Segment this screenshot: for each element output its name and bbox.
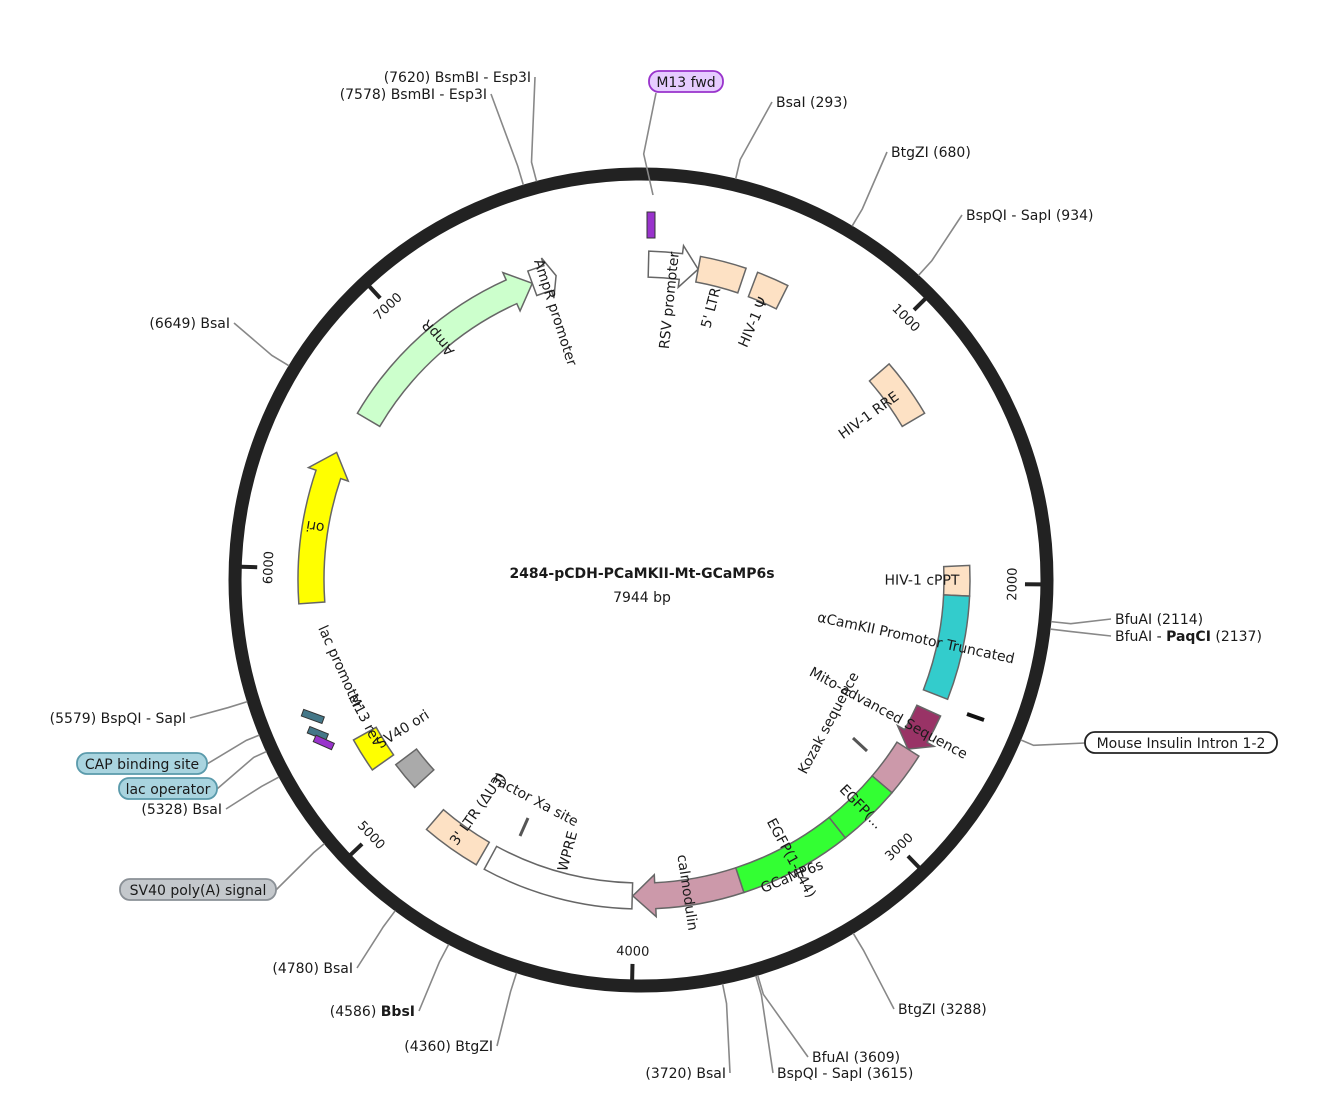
callout-leader-mouse-insulin (1020, 739, 1086, 747)
tick-mark (241, 564, 258, 570)
feature-label-sv40-ori: SV40 ori (374, 707, 432, 752)
factor-xa-mark (518, 817, 530, 837)
lac-promoter-label: lac promoter (314, 623, 365, 712)
feature-label-camkii-promoter: αCamKII Promotor Truncated (816, 610, 1016, 668)
site-leader-bspqi-5579 (189, 700, 248, 719)
site-label-btgzi-4360: (4360) BtgZI (404, 1039, 493, 1055)
callout-leader-cap-site (206, 734, 260, 765)
feature-five-ltr (694, 255, 748, 294)
tick-label: 4000 (616, 944, 649, 960)
site-leader-bsai-6649 (233, 322, 290, 367)
m13-fwd-feature (646, 211, 656, 239)
feature-hiv-rre (868, 362, 926, 428)
tick-mark (906, 854, 921, 869)
feature-wpre (483, 845, 634, 910)
site-leader-btgzi-3288 (852, 932, 895, 1010)
callout-box-m13-fwd (648, 70, 724, 93)
site-leaders (189, 76, 1112, 1074)
site-label-btgzi-680: BtgZI (680) (891, 145, 971, 161)
callout-label-mouse-insulin: Mouse Insulin Intron 1-2 (1097, 736, 1266, 752)
feature-three-ltr (425, 808, 491, 866)
feature-label-hiv-psi: HIV-1 Ψ (736, 295, 772, 350)
small-features (300, 211, 985, 837)
site-label-bsmbi-7620: (7620) BsmBI - Esp3I (384, 70, 531, 86)
feature-label-wpre: WPRE (555, 830, 581, 874)
feature-sv40-polya (394, 747, 435, 789)
site-leader-bsmbi-7578 (490, 93, 525, 186)
restriction-sites: BsaI (293) BtgZI (680) BspQI - SapI (934) B… (50, 70, 1262, 1082)
callout-label-cap-site: CAP binding site (85, 757, 199, 773)
feature-hiv-psi (747, 271, 789, 310)
site-label-bfuai-2114: BfuAI (2114) (1115, 612, 1203, 628)
callout-box-lac-operator (118, 777, 218, 800)
plasmid-name: 2484-pCDH-PCaMKII-Mt-GCaMP6s (509, 566, 774, 582)
tick-mark (367, 285, 382, 300)
feature-label-five-ltr: 5' LTR (699, 286, 725, 330)
site-leader-bfuai-3609 (756, 974, 809, 1058)
site-leader-bsai-293 (734, 101, 773, 180)
tick-label: 2000 (1005, 567, 1020, 600)
tick-label: 6000 (261, 551, 277, 585)
site-leader-bfuai-2114 (1050, 618, 1112, 625)
site-label-btgzi-3288: BtgZI (3288) (898, 1002, 987, 1018)
feature-mito-sequence (895, 704, 942, 750)
site-label-bsai-6649: (6649) BsaI (149, 316, 230, 332)
tick-mark (349, 842, 364, 857)
site-leader-bspqi-934 (917, 214, 963, 276)
feature-camkii-promoter (922, 594, 971, 701)
site-label-bfuai-3609: BfuAI (3609) (812, 1050, 900, 1066)
site-leader-bsai-4780 (356, 910, 396, 969)
factor-xa-label: Factor Xa site (489, 771, 581, 830)
callout-leader-lac-operator (216, 750, 267, 790)
site-label-bspqi-3615: BspQI - SapI (3615) (777, 1066, 913, 1082)
callout-box-sv40-polya-signal (119, 878, 277, 901)
site-label-bsmbi-7578: (7578) BsmBI - Esp3I (340, 87, 487, 103)
site-label-bspqi-5579: (5579) BspQI - SapI (50, 711, 186, 727)
feature-ampr-promoter (526, 257, 557, 299)
insulin-mark (966, 712, 985, 722)
backbone-ring (228, 167, 1054, 993)
site-label-bsai-4780: (4780) BsaI (272, 961, 353, 977)
callout-label-lac-operator: lac operator (126, 782, 211, 798)
tick-mark (912, 297, 927, 312)
callout-label-sv40-polya-signal: SV40 poly(A) signal (130, 883, 267, 899)
feature-rsv-promoter (647, 243, 700, 290)
feature-ori (297, 451, 350, 605)
site-leader-bsai-5328 (225, 776, 280, 810)
callout-box-mouse-insulin (1084, 731, 1278, 754)
cap-feature (300, 708, 326, 725)
site-leader-bsai-3720 (721, 983, 731, 1074)
callout-leader-m13-fwd (642, 92, 657, 196)
plasmid-length: 7944 bp (613, 590, 671, 606)
feature-label-ori: ori (305, 517, 326, 536)
site-label-bsai-293: BsaI (293) (776, 95, 848, 111)
m13-rev-feature (312, 734, 336, 751)
site-leader-btgzi-4360 (496, 972, 518, 1047)
site-leader-btgzi-680 (851, 151, 888, 227)
callout-box-cap-site (76, 752, 208, 775)
site-leader-bfuai-2137 (1049, 628, 1112, 637)
site-label-bsai-3720: (3720) BsaI (645, 1066, 726, 1082)
site-label-bbsi-4586: (4586) BbsI (330, 1004, 415, 1020)
site-leader-bsmbi-7620 (530, 76, 538, 182)
feature-sv40-ori (352, 726, 395, 771)
site-label-bspqi-934: BspQI - SapI (934) (966, 208, 1093, 224)
feature-calmodulin (631, 866, 745, 919)
site-leader-bbsi-4586 (418, 943, 450, 1012)
feature-label-hiv-rre: HIV-1 RRE (836, 389, 902, 443)
kozak-mark (851, 736, 869, 753)
site-label-bfuai-2137: BfuAI - PaqCI (2137) (1115, 629, 1262, 645)
site-leader-bspqi-3615 (755, 975, 774, 1074)
callout-label-m13-fwd: M13 fwd (656, 75, 715, 91)
feature-label-hiv-cppt: HIV-1 cPPT (884, 573, 959, 589)
site-label-bsai-5328: (5328) BsaI (141, 802, 222, 818)
callout-leader-sv40-polya-signal (275, 843, 325, 891)
